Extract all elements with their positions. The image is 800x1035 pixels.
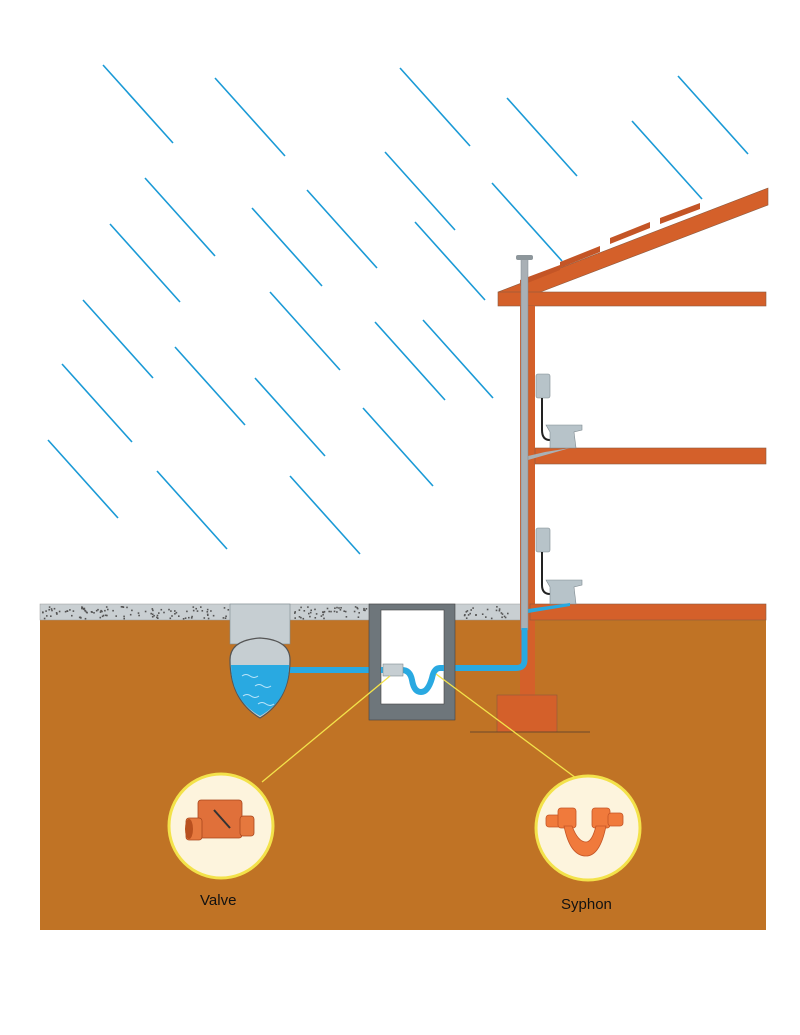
stack-pipe	[520, 257, 529, 631]
rain-streak	[422, 319, 494, 399]
rain-streak	[506, 97, 578, 177]
rain-streak	[289, 475, 361, 555]
syphon-label: Syphon	[561, 896, 612, 913]
toilet-upper	[528, 373, 583, 460]
pavement-gravel	[42, 606, 509, 620]
rain-streak	[109, 223, 181, 303]
toilet-lower	[528, 527, 583, 613]
syphon-icon	[545, 807, 624, 857]
valve-fitting	[382, 663, 404, 677]
rain-streak	[384, 151, 456, 231]
inspection-chamber	[368, 603, 456, 721]
roof-slab	[497, 291, 767, 307]
rain-streak	[374, 321, 446, 401]
rain-streak	[414, 221, 486, 301]
valve-label: Valve	[200, 892, 237, 909]
rain-streak	[251, 207, 323, 287]
rain-streak	[156, 470, 228, 550]
syphon-callout	[534, 774, 642, 882]
rain-streak	[362, 407, 434, 487]
rain-streak	[269, 291, 341, 371]
vent-cap	[516, 255, 533, 260]
footing	[496, 694, 558, 733]
syphon-callout-line	[435, 673, 577, 779]
valve-callout-line	[261, 675, 391, 783]
valve-icon	[185, 799, 255, 841]
rain-streak	[306, 189, 378, 269]
rain	[47, 64, 749, 555]
rain-streak	[677, 75, 749, 155]
rain-streak	[102, 64, 174, 144]
valve-callout	[167, 772, 275, 880]
rain-streak	[61, 363, 133, 443]
storm-drain	[229, 603, 291, 719]
rain-streak	[214, 77, 286, 157]
rain-streak	[254, 377, 326, 457]
rain-streak	[399, 67, 471, 147]
rain-streak	[82, 299, 154, 379]
floor-1	[534, 447, 767, 465]
rain-streak	[491, 182, 563, 262]
roof	[497, 187, 769, 297]
rain-streak	[174, 346, 246, 426]
rain-streak	[144, 177, 216, 257]
rain-streak	[47, 439, 119, 519]
rain-streak	[631, 120, 703, 200]
